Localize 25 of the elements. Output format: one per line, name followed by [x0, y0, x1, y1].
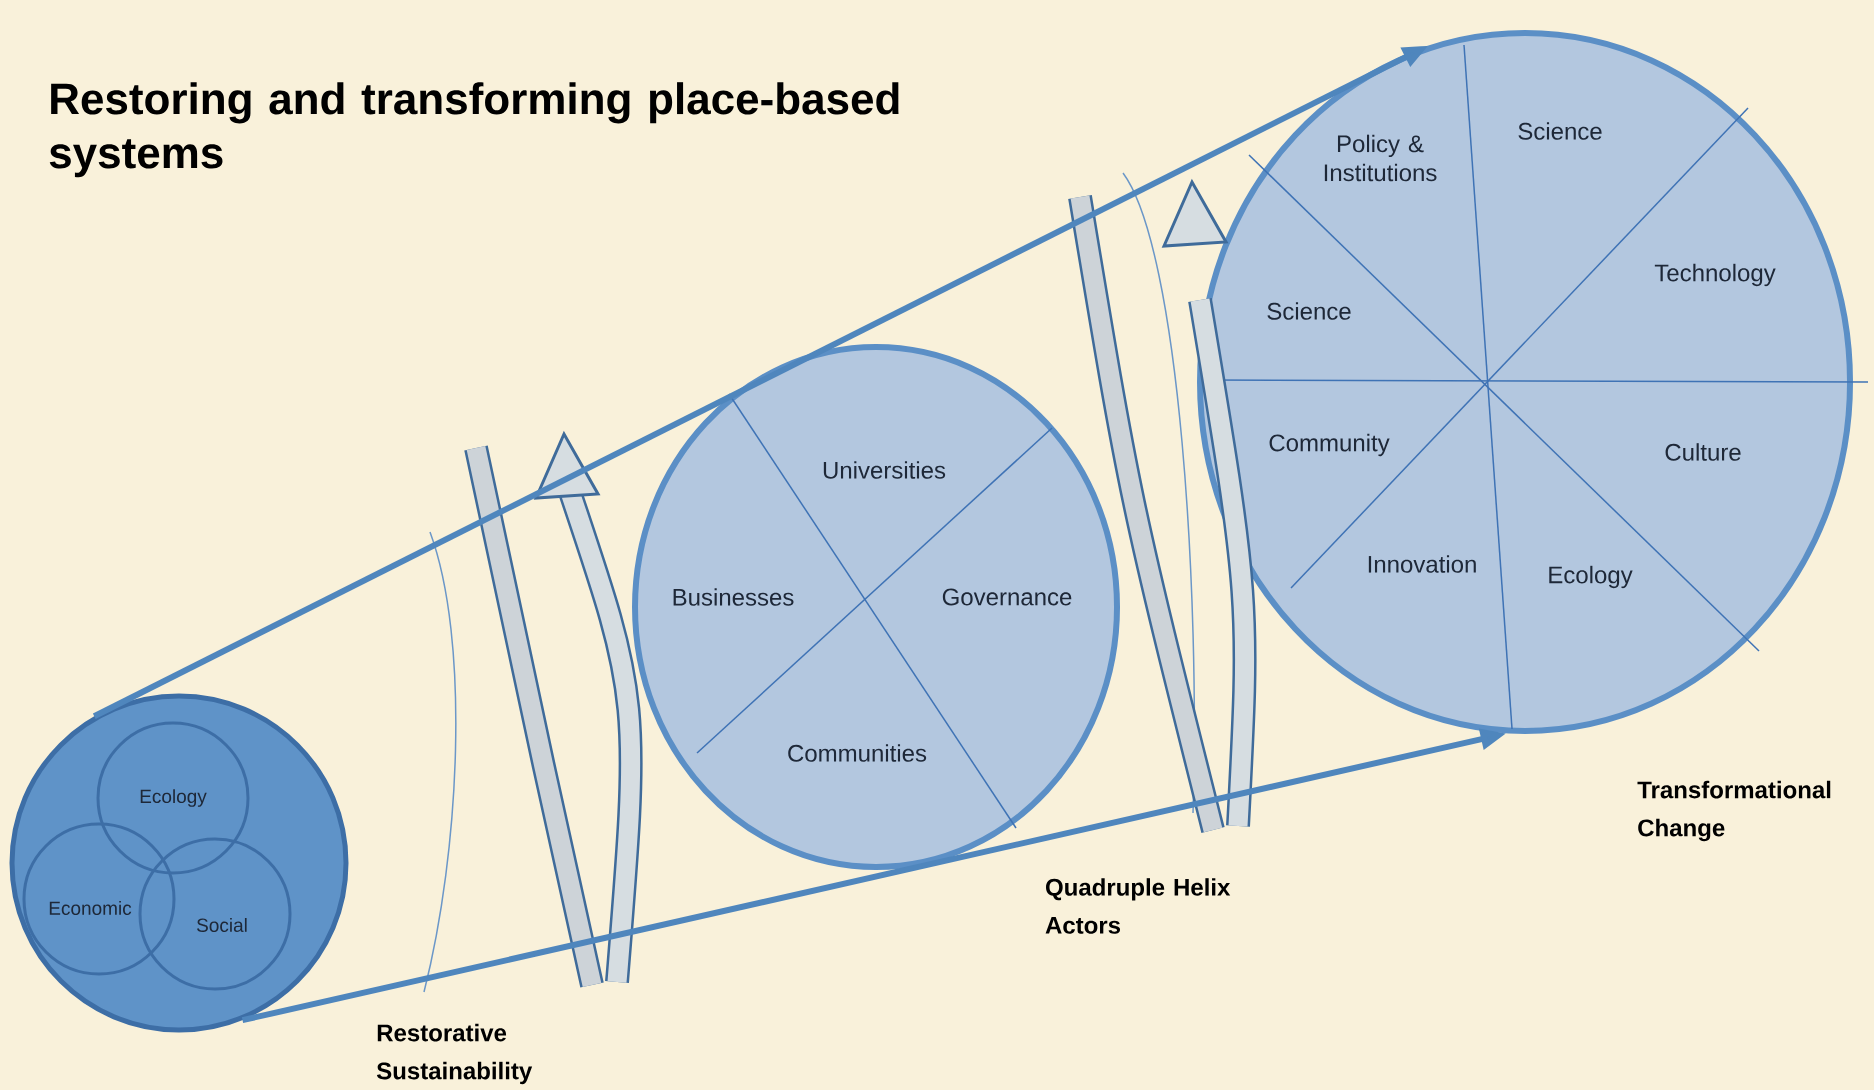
sector-circle [1197, 30, 1869, 734]
sector-label: Universities [823, 461, 946, 479]
circle-label: Economic [49, 901, 132, 915]
sector-label: Technology [1654, 263, 1776, 287]
sector-label: Science [1518, 122, 1602, 140]
caption-label: Quadruple Helix Actors [1045, 878, 1231, 934]
sector-label: Innovation [1368, 555, 1476, 573]
caption-label: Restorative Sustainability [376, 1023, 533, 1085]
sector-circle [632, 344, 1120, 870]
sector-label: Businesses [673, 588, 794, 606]
sector-label: Policy & Institutions [1324, 134, 1437, 182]
title: Restoring and transforming place-based systems [49, 82, 899, 178]
venn-circle [96, 721, 250, 875]
sector-label: Governance [942, 588, 1072, 606]
circle-label: Ecology [140, 789, 207, 807]
sector-label: Science [1267, 302, 1351, 320]
sector-label: Community [1269, 433, 1390, 457]
circle [9, 693, 349, 1033]
venn-circle [138, 837, 292, 991]
circle-label: Social [197, 918, 247, 932]
venn-circle [22, 822, 176, 976]
sector-label: Culture [1665, 443, 1741, 461]
sector-label: Communities [788, 744, 927, 762]
sector-label: Ecology [1549, 565, 1633, 589]
caption-label: Transformational Change [1637, 780, 1831, 842]
